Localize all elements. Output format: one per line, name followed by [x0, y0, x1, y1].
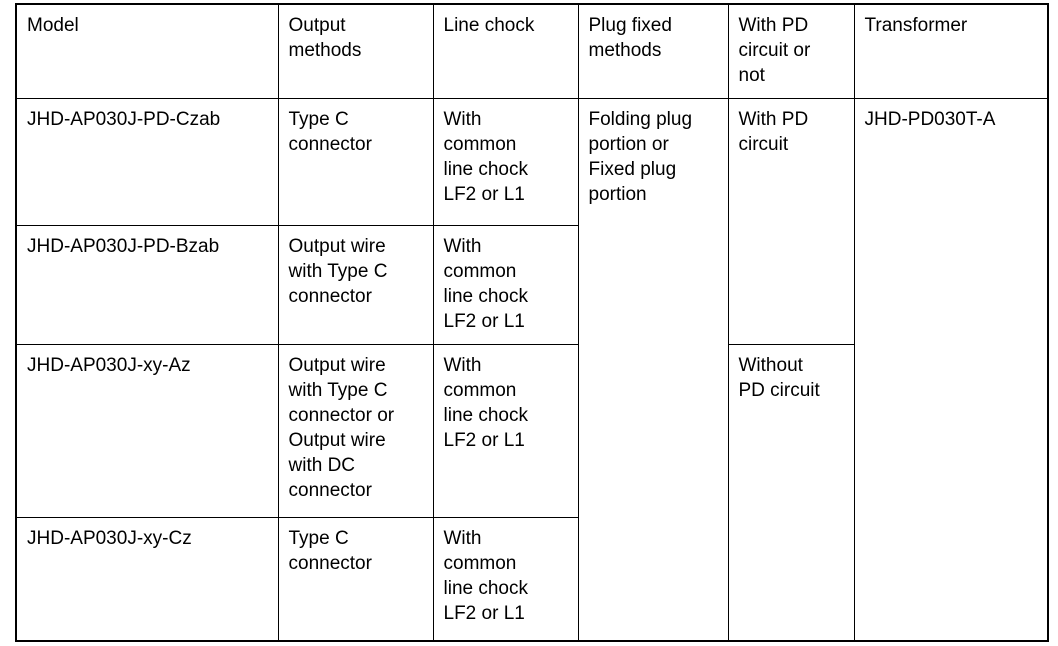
- table-row: JHD-AP030J-PD-Czab Type C connector With…: [15, 98, 1049, 642]
- spec-table-container: Model Output methods Line chock Plug fix…: [15, 3, 1049, 642]
- column-header-pd-circuit: With PD circuit or not: [727, 3, 855, 99]
- model-value: JHD-AP030J-PD-Bzab: [27, 236, 220, 257]
- cell-output-methods: Output wire with Type C connector or Out…: [277, 344, 434, 518]
- column-header-transformer: Transformer: [853, 3, 1049, 99]
- cell-model: JHD-AP030J-PD-Bzab: [15, 225, 279, 345]
- output-methods-value: Output wire with Type C connector: [288, 236, 388, 307]
- model-value: JHD-AP030J-xy-Cz: [27, 528, 192, 549]
- model-specification-table: Model Output methods Line chock Plug fix…: [15, 3, 1049, 642]
- cell-plug-fixed-methods-merged: Folding plug portion or Fixed plug porti…: [577, 98, 729, 642]
- output-methods-value: Type C connector: [288, 528, 372, 574]
- cell-line-chock: With common line chock LF2 or L1: [432, 517, 579, 642]
- line-chock-value: With common line chock LF2 or L1: [443, 236, 529, 332]
- table-row: JHD-AP030J-PD-Bzab Output wire with Type…: [15, 225, 1048, 345]
- pd-circuit-with-value: With PD circuit: [738, 109, 809, 155]
- column-header-plug-fixed-methods: Plug fixed methods: [577, 3, 729, 99]
- cell-pd-circuit-with-merged: With PD circuit: [727, 98, 855, 345]
- header-label-pd-circuit: With PD circuit or not: [738, 15, 811, 86]
- line-chock-value: With common line chock LF2 or L1: [443, 109, 529, 205]
- column-header-model: Model: [15, 3, 279, 99]
- header-label-model: Model: [27, 15, 79, 36]
- cell-line-chock: With common line chock LF2 or L1: [432, 98, 579, 226]
- cell-output-methods: Output wire with Type C connector: [277, 225, 434, 345]
- header-label-plug-fixed-methods: Plug fixed methods: [588, 15, 672, 61]
- cell-model: JHD-AP030J-PD-Czab: [15, 98, 279, 226]
- model-value: JHD-AP030J-PD-Czab: [27, 109, 221, 130]
- pd-circuit-without-value: Without PD circuit: [738, 355, 820, 401]
- cell-output-methods: Type C connector: [277, 98, 434, 226]
- table-row: JHD-AP030J-xy-Cz Type C connector With c…: [15, 517, 1048, 642]
- model-value: JHD-AP030J-xy-Az: [27, 355, 191, 376]
- column-header-line-chock: Line chock: [432, 3, 579, 99]
- line-chock-value: With common line chock LF2 or L1: [443, 355, 529, 451]
- cell-model: JHD-AP030J-xy-Az: [15, 344, 279, 518]
- cell-pd-circuit-without-merged: Without PD circuit: [727, 344, 855, 642]
- plug-fixed-methods-value: Folding plug portion or Fixed plug porti…: [588, 109, 693, 205]
- cell-transformer-merged: JHD-PD030T-A: [853, 98, 1049, 642]
- table-row: JHD-AP030J-xy-Az Output wire with Type C…: [15, 344, 1048, 642]
- cell-model: JHD-AP030J-xy-Cz: [15, 517, 279, 642]
- column-header-output-methods: Output methods: [277, 3, 434, 99]
- header-label-output-methods: Output methods: [288, 15, 362, 61]
- cell-output-methods: Type C connector: [277, 517, 434, 642]
- cell-line-chock: With common line chock LF2 or L1: [432, 344, 579, 518]
- output-methods-value: Type C connector: [288, 109, 372, 155]
- output-methods-value: Output wire with Type C connector or Out…: [288, 355, 395, 501]
- header-label-transformer: Transformer: [864, 15, 968, 36]
- cell-line-chock: With common line chock LF2 or L1: [432, 225, 579, 345]
- line-chock-value: With common line chock LF2 or L1: [443, 528, 529, 624]
- transformer-value: JHD-PD030T-A: [864, 109, 996, 130]
- table-header-row: Model Output methods Line chock Plug fix…: [15, 3, 1049, 99]
- header-label-line-chock: Line chock: [443, 15, 535, 36]
